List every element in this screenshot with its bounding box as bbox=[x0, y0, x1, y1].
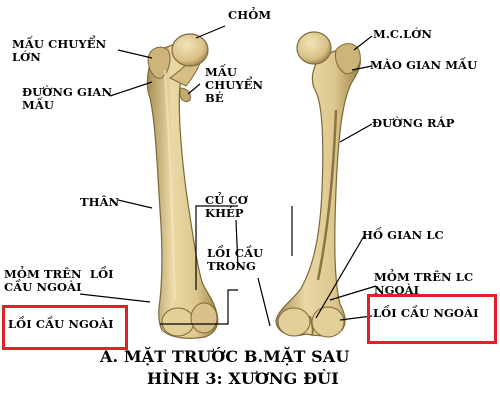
caption-title: HÌNH 3: XƯƠNG ĐÙI bbox=[147, 369, 339, 388]
label-than: THÂN bbox=[80, 195, 120, 209]
highlight-box-front bbox=[2, 305, 128, 350]
femur-front-lateral-condyle bbox=[161, 307, 195, 337]
label-mom-tren-loi-cau-ngoai: MỎM TRÊN LỒI CẦU NGOÀI bbox=[4, 267, 114, 294]
femur-front-lesser-trochanter bbox=[179, 87, 191, 103]
label-duong-gian-mau: ĐƯỜNG GIAN MẤU bbox=[22, 85, 113, 112]
femur-back-linea-aspera bbox=[316, 109, 338, 281]
anterior-femur bbox=[146, 33, 219, 339]
femur-back-outline bbox=[275, 48, 361, 337]
femur-back-intercondylar-fossa bbox=[309, 315, 314, 337]
highlight-box-back bbox=[367, 294, 497, 344]
label-mom-tren-lc-ngoai: MỎM TRÊN LC NGOÀI bbox=[374, 270, 474, 297]
femur-front-medial-condyle bbox=[190, 302, 218, 334]
label-loi-cau-trong: LỒI CẦU TRONG bbox=[207, 246, 264, 273]
femur-back-medial-condyle bbox=[277, 307, 311, 337]
leader-lines bbox=[79, 25, 377, 327]
label-mau-chuyen-lon: MẤU CHUYỂN LỚN bbox=[12, 37, 107, 64]
femur-front-head bbox=[171, 33, 209, 67]
label-mau-chuyen-be: MẤU CHUYỂN BÉ bbox=[205, 65, 264, 105]
label-mc-lon: M.C.LỚN bbox=[373, 27, 433, 41]
label-mao-gian-mau: MÀO GIAN MẤU bbox=[370, 58, 478, 72]
label-chom: CHỎM bbox=[228, 8, 272, 22]
caption-views: A. MẶT TRƯỚC B.MẶT SAU bbox=[100, 347, 350, 366]
label-duong-rap: ĐƯỜNG RÁP bbox=[372, 116, 455, 130]
label-ho-gian-lc: HỐ GIAN LC bbox=[362, 228, 444, 242]
femur-back-lateral-condyle bbox=[311, 306, 345, 338]
femur-back-head bbox=[296, 31, 332, 65]
label-loi-cau-ngoai-back: LỒI CẦU NGOÀI bbox=[373, 306, 479, 320]
label-loi-cau-ngoai-front: LỒI CẦU NGOÀI bbox=[8, 317, 114, 331]
label-cu-co-khep: CỦ CƠ KHÉP bbox=[205, 193, 248, 220]
posterior-femur bbox=[275, 31, 361, 338]
